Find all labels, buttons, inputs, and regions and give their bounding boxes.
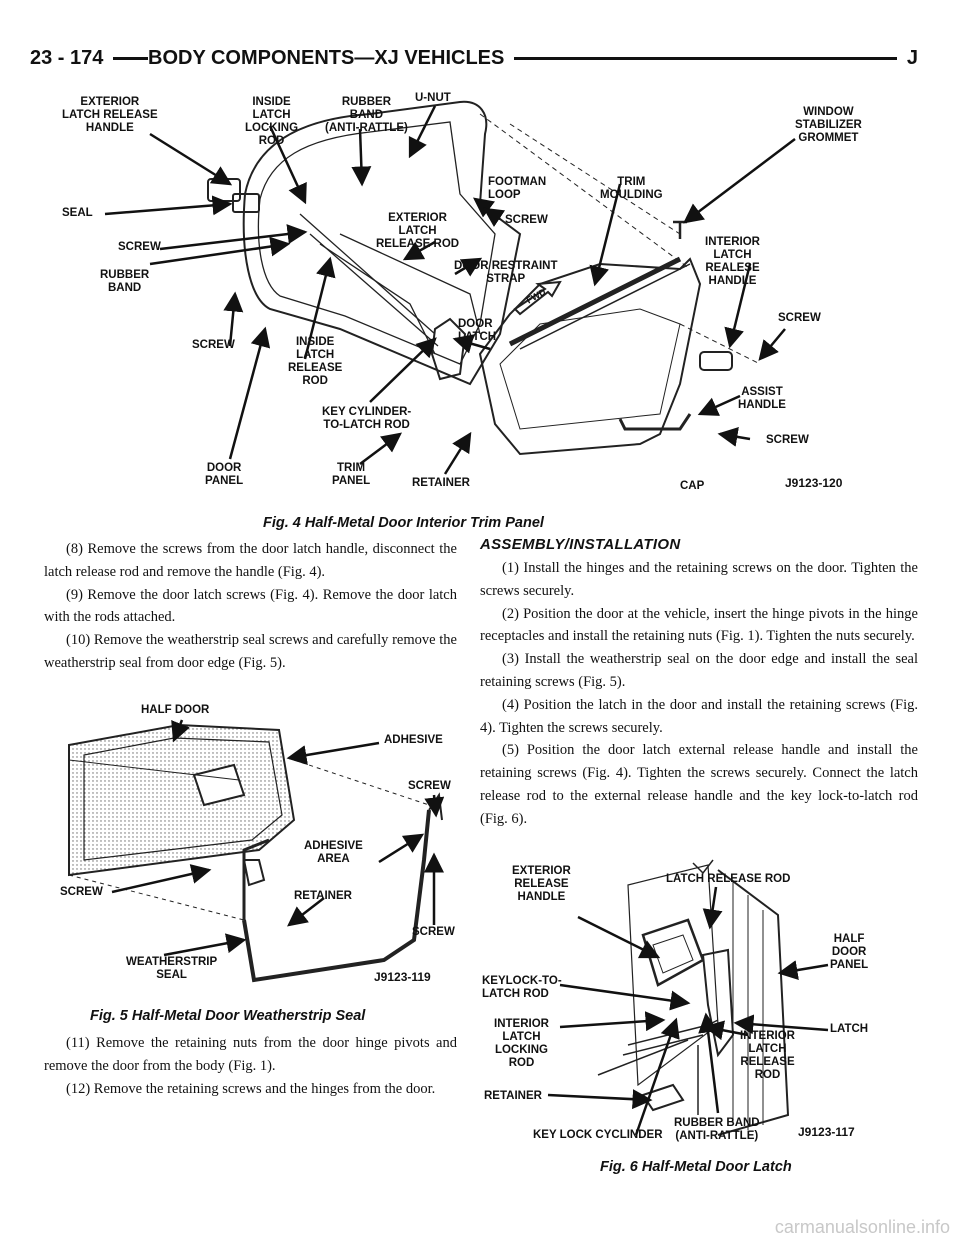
callout-seal: SEAL — [62, 207, 93, 219]
callout-latch: LATCH — [830, 1023, 869, 1035]
callout-screw-e: SCREW — [766, 434, 809, 446]
callout-screw-c: SCREW — [505, 214, 548, 226]
figure-5-drawing — [68, 719, 445, 983]
callout-interior-latch-release-rod: INTERIOR LATCH RELEASE ROD — [740, 1030, 795, 1081]
callout-screw-b: SCREW — [192, 339, 235, 351]
page-header: 23 - 174 BODY COMPONENTS—XJ VEHICLES J — [30, 46, 918, 76]
install-step-1: (1) Install the hinges and the retaining… — [480, 560, 918, 599]
callout-inside-latch-locking-rod: INSIDE LATCH LOCKING ROD — [245, 96, 299, 147]
callout-exterior-latch-release-rod: EXTERIOR LATCH RELEASE ROD — [376, 212, 460, 250]
figure-4-caption: Fig. 4 Half-Metal Door Interior Trim Pan… — [263, 515, 544, 531]
callout-inside-latch-release-rod: INSIDE LATCH RELEASE ROD — [288, 336, 343, 387]
figure-4-drawing — [104, 100, 796, 475]
install-step-2: (2) Position the door at the vehicle, in… — [480, 605, 918, 645]
callout-door-panel: DOOR PANEL — [205, 462, 244, 487]
left-column-text: (8) Remove the screws from the door latc… — [44, 538, 457, 675]
callout-assist-handle: ASSIST HANDLE — [738, 386, 786, 411]
figure-5: HALF DOOR ADHESIVE SCREW ADHESIVE AREA S… — [44, 700, 464, 1000]
figure-6-code: J9123-117 — [798, 1125, 855, 1139]
callout-key-lock-cyclinder: KEY LOCK CYCLINDER — [533, 1129, 663, 1141]
callout-cap: CAP — [680, 480, 705, 492]
callout-retainer: RETAINER — [484, 1090, 542, 1102]
step-8: (8) Remove the screws from the door latc… — [44, 541, 457, 580]
callout-interior-latch-realese-handle: INTERIOR LATCH REALESE HANDLE — [705, 236, 760, 287]
figure-4: EXTERIOR LATCH RELEASE HANDLE INSIDE LAT… — [40, 84, 920, 494]
callout-key-cylinder-to-latch-rod: KEY CYLINDER- TO-LATCH ROD — [322, 406, 412, 431]
figure-6-drawing — [547, 859, 829, 1136]
figure-5-caption: Fig. 5 Half-Metal Door Weatherstrip Seal — [90, 1008, 366, 1024]
left-column-text-2: (11) Remove the retaining nuts from the … — [44, 1032, 457, 1100]
callout-interior-latch-locking-rod: INTERIOR LATCH LOCKING ROD — [494, 1018, 549, 1069]
callout-weatherstrip-seal: WEATHERSTRIP SEAL — [126, 956, 218, 981]
callout-exterior-release-handle: EXTERIOR RELEASE HANDLE — [512, 865, 571, 903]
callout-door-latch: DOOR LATCH — [458, 318, 497, 343]
callout-door-restraint-strap: DOOR RESTRAINT STRAP — [454, 260, 558, 285]
callout-window-stabilizer-grommet: WINDOW STABILIZER GROMMET — [795, 106, 862, 144]
figure-4-code: J9123-120 — [785, 476, 843, 490]
callout-trim-moulding: TRIM MOULDING — [600, 176, 663, 201]
callout-screw-c: SCREW — [412, 926, 455, 938]
install-step-5: (5) Position the door latch external rel… — [480, 742, 918, 827]
callout-adhesive: ADHESIVE — [384, 734, 443, 746]
callout-screw-b: SCREW — [60, 886, 103, 898]
step-10: (10) Remove the weatherstrip seal screws… — [44, 632, 457, 671]
assembly-installation-heading: ASSEMBLY/INSTALLATION — [480, 536, 681, 553]
callout-retainer: RETAINER — [294, 890, 352, 902]
callout-retainer: RETAINER — [412, 477, 470, 489]
callout-half-door-panel: HALF DOOR PANEL — [830, 933, 869, 971]
callout-keylock-to-latch-rod: KEYLOCK-TO- LATCH ROD — [482, 975, 562, 1000]
callout-screw-a: SCREW — [118, 241, 161, 253]
callout-rubber-band-anti-rattle: RUBBER BAND (ANTI-RATTLE) — [674, 1117, 760, 1142]
callout-u-nut: U-NUT — [415, 92, 451, 104]
callout-rubber-band-anti-rattle: RUBBER BAND (ANTI-RATTLE) — [325, 96, 408, 134]
callout-half-door: HALF DOOR — [141, 704, 210, 716]
page-number: 23 - 174 — [30, 46, 114, 70]
section-letter: J — [896, 46, 918, 70]
install-step-4: (4) Position the latch in the door and i… — [480, 696, 918, 736]
right-column-text: (1) Install the hinges and the retaining… — [480, 557, 918, 831]
callout-screw-a: SCREW — [408, 780, 451, 792]
step-9: (9) Remove the door latch screws (Fig. 4… — [44, 586, 457, 626]
step-11: (11) Remove the retaining nuts from the … — [44, 1035, 457, 1074]
figure-5-code: J9123-119 — [374, 970, 431, 984]
figure-6-caption: Fig. 6 Half-Metal Door Latch — [600, 1159, 792, 1175]
section-title: BODY COMPONENTS—XJ VEHICLES — [148, 46, 515, 70]
callout-trim-panel: TRIM PANEL — [332, 462, 371, 487]
install-step-3: (3) Install the weatherstrip seal on the… — [480, 651, 918, 690]
callout-adhesive-area: ADHESIVE AREA — [304, 840, 363, 865]
watermark: carmanualsonline.info — [774, 1217, 950, 1237]
callout-screw-d: SCREW — [778, 312, 821, 324]
callout-footman-loop: FOOTMAN LOOP — [488, 176, 547, 201]
callout-latch-release-rod: LATCH RELEASE ROD — [666, 873, 791, 885]
callout-exterior-latch-release-handle: EXTERIOR LATCH RELEASE HANDLE — [62, 96, 158, 134]
figure-6: EXTERIOR RELEASE HANDLE LATCH RELEASE RO… — [478, 855, 918, 1155]
step-12: (12) Remove the retaining screws and the… — [66, 1080, 436, 1097]
callout-rubber-band: RUBBER BAND — [100, 269, 150, 294]
